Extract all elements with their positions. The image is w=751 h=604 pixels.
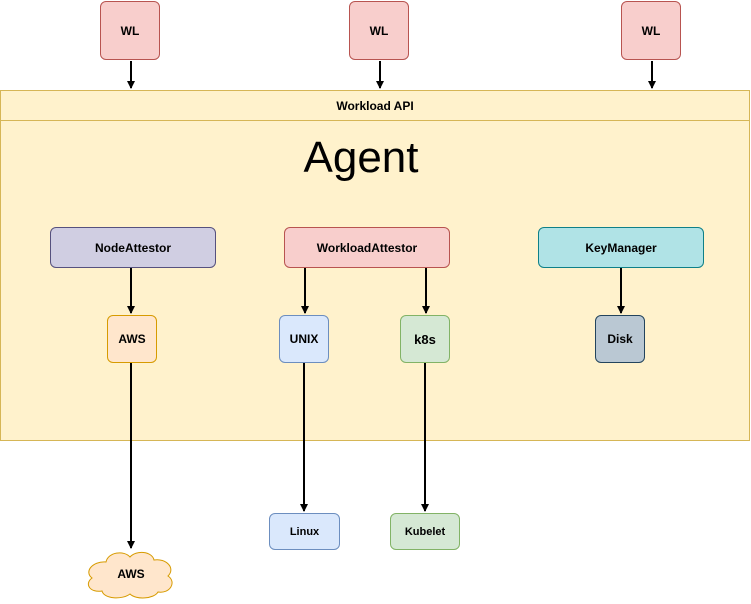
cloud-icon — [87, 552, 173, 599]
node-attestor-box: NodeAttestor — [50, 227, 216, 268]
unix-plugin-box: UNIX — [279, 315, 329, 363]
k8s-plugin-box: k8s — [400, 315, 450, 363]
workload-api-header: Workload API — [1, 91, 749, 121]
workload-attestor-box: WorkloadAttestor — [284, 227, 450, 268]
linux-node: Linux — [269, 513, 340, 550]
key-manager-box: KeyManager — [538, 227, 704, 268]
workload-node-1: WL — [100, 1, 160, 60]
kubelet-node: Kubelet — [390, 513, 460, 550]
aws-cloud-node: AWS — [84, 548, 178, 600]
aws-cloud-label: AWS — [117, 567, 145, 581]
workload-node-3: WL — [621, 1, 681, 60]
workload-node-2: WL — [349, 1, 409, 60]
disk-plugin-box: Disk — [595, 315, 645, 363]
aws-plugin-box: AWS — [107, 315, 157, 363]
agent-title: Agent — [303, 133, 419, 182]
